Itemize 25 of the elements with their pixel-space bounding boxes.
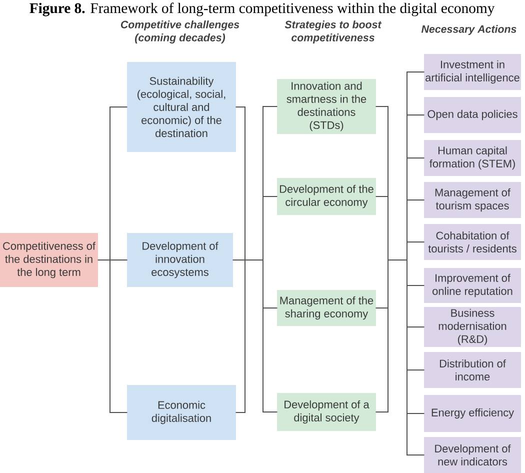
action-box: Open data policies <box>424 97 521 133</box>
action-box: Distribution of income <box>424 352 521 388</box>
strategy-box: Development of a digital society <box>277 393 376 431</box>
action-box: Energy efficiency <box>424 395 521 432</box>
strategy-box: Development of the circular economy <box>277 178 376 215</box>
challenge-box: Development of innovation ecosystems <box>127 233 233 287</box>
connector-line <box>232 106 278 413</box>
action-box: Improvement of online reputation <box>424 268 521 303</box>
action-box: Cohabitation of tourists / residents <box>424 224 521 260</box>
column-header: Strategies to boost competitiveness <box>284 20 382 44</box>
action-box: Human capital formation (STEM) <box>424 140 521 176</box>
connector-line <box>376 72 424 456</box>
challenge-box: Economic digitalisation <box>127 385 236 440</box>
figure-title: Figure 8. Framework of long-term competitiveness within the digital economy <box>30 2 495 16</box>
action-box: Investment in artificial intelligence <box>424 54 521 90</box>
column-header: Competitive challenges (coming decades) <box>120 20 240 44</box>
goal-box: Competitiveness of the destinations in the long term <box>0 233 98 287</box>
connector-line <box>98 106 128 413</box>
action-box: Management of tourism spaces <box>424 182 521 218</box>
action-box: Business modernisation (R&D) <box>424 307 521 347</box>
action-box: Development of new indicators <box>424 437 521 473</box>
column-header: Necessary Actions <box>421 25 516 35</box>
strategy-box: Innovation and smartness in the destinations (STDs) <box>277 79 376 134</box>
challenge-box: Sustainability (ecological, social, cultural and economic) of the destination <box>127 62 236 152</box>
strategy-box: Management of the sharing economy <box>277 290 376 326</box>
